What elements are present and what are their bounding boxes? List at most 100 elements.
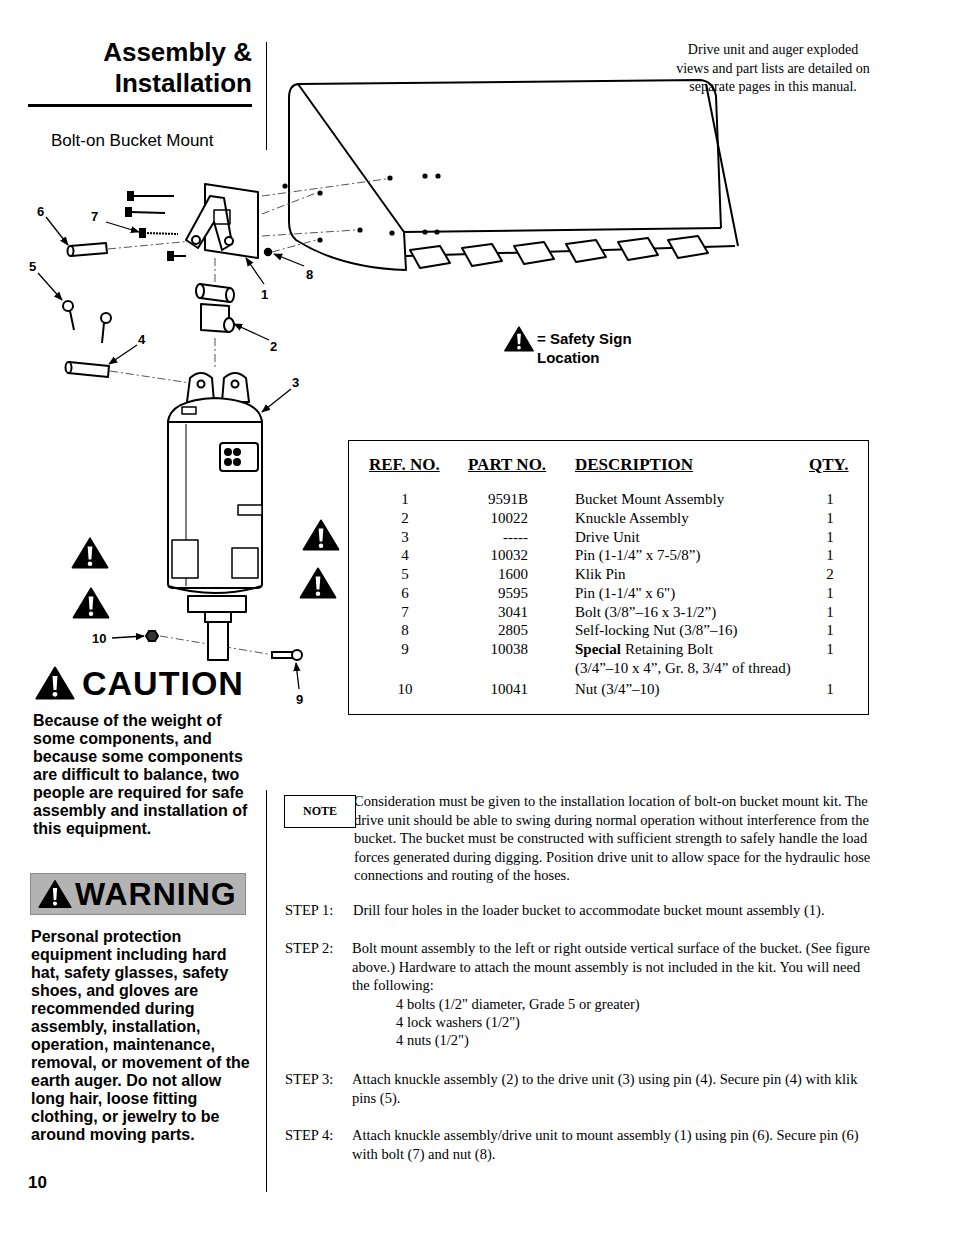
page-rules	[349, 441, 869, 715]
table-cell: Retaining Bolt	[625, 641, 713, 658]
table-cell: 1	[815, 681, 845, 698]
step-label: STEP 4:	[285, 1126, 333, 1145]
table-cell: 10022	[450, 510, 528, 527]
mount-bolts	[144, 233, 178, 234]
pins	[63, 301, 73, 311]
safety-sign-symbols	[505, 327, 533, 351]
bucket-holes	[387, 175, 392, 180]
bucket-holes	[434, 229, 439, 234]
table-cell: 7	[380, 604, 430, 621]
table-cell: 10041	[450, 681, 528, 698]
mount-bolts	[140, 229, 145, 237]
step-text: Drill four holes in the loader bucket to…	[353, 901, 871, 920]
table-cell: 3	[380, 529, 430, 546]
warning-text: Personal protection equipment including …	[31, 928, 255, 1144]
callout-number: 9	[296, 692, 303, 707]
pins	[68, 362, 109, 377]
bucket-holes	[317, 190, 322, 195]
callout-number: 6	[37, 204, 44, 219]
safety-sign-symbols	[73, 538, 108, 567]
safety-alert-symbol	[38, 879, 72, 909]
leader-lines	[46, 217, 68, 245]
drive-unit	[198, 381, 205, 388]
drive-unit	[168, 418, 262, 588]
bucket	[668, 236, 708, 258]
drive-unit	[234, 449, 240, 455]
center-lines	[108, 179, 386, 654]
safety-sign-symbols	[37, 668, 74, 699]
table-cell: 6	[380, 585, 430, 602]
bucket	[462, 244, 502, 266]
hardware	[292, 650, 302, 660]
callout-number: 1	[261, 287, 268, 302]
drive-unit	[168, 373, 262, 660]
drive-unit	[225, 459, 231, 465]
step-text: Attach knuckle assembly/drive unit to mo…	[352, 1126, 870, 1163]
leader-lines	[112, 636, 144, 638]
safety-alert-symbol	[39, 881, 70, 907]
box-text: WARNING	[75, 876, 237, 912]
table-cell: 1	[815, 529, 845, 546]
mount-bolts	[128, 192, 133, 200]
table-cell: 1600	[450, 566, 528, 583]
page-rules	[28, 104, 252, 107]
table-cell: 2	[815, 566, 845, 583]
page-rules	[266, 42, 267, 150]
table-cell: Pin (1-1/4” x 7-5/8”)	[575, 547, 700, 564]
table-cell: 4	[380, 547, 430, 564]
mount-bolts	[172, 255, 186, 257]
bucket	[289, 80, 738, 270]
list-item: 4 nuts (1/2")	[396, 1031, 469, 1050]
mount-bolts	[265, 249, 271, 255]
drive-unit	[232, 381, 239, 388]
safety-sign-symbols	[74, 588, 109, 617]
mount-plate	[225, 237, 233, 245]
table-cell: 1	[815, 641, 845, 658]
bucket-holes	[282, 183, 287, 188]
bucket-holes	[282, 173, 440, 242]
table-cell: 1	[815, 604, 845, 621]
table-cell: 5	[380, 566, 430, 583]
center-lines	[262, 179, 386, 196]
callout-number: 5	[29, 259, 36, 274]
drive-unit	[188, 596, 246, 612]
bucket-holes	[389, 230, 394, 235]
mount-bolts	[130, 212, 165, 213]
drive-unit	[238, 505, 262, 515]
safety-sign-symbols	[37, 327, 534, 698]
pins	[68, 246, 74, 256]
pins	[66, 362, 72, 373]
leader-lines	[246, 258, 264, 284]
page-note: Drive unit and auger exploded views and …	[673, 41, 873, 97]
leader-lines	[106, 222, 139, 232]
table-cell: 1	[815, 585, 845, 602]
drive-unit	[168, 398, 262, 422]
center-lines	[262, 230, 356, 236]
bucket-holes	[317, 237, 322, 242]
safety-sign-symbols	[301, 568, 336, 597]
center-lines	[215, 258, 216, 282]
drive-unit	[225, 449, 231, 455]
bucket-holes	[422, 173, 427, 178]
drive-unit	[232, 548, 258, 578]
drive-unit	[182, 407, 196, 414]
legend-text: = Safety Sign Location	[537, 329, 655, 367]
knuckle	[224, 318, 234, 332]
bucket-holes	[357, 227, 362, 232]
step-label: STEP 1:	[285, 901, 333, 920]
table-cell: Nut (3/4”–10)	[575, 681, 660, 698]
page-number: 10	[28, 1173, 47, 1193]
leader-lines	[296, 663, 299, 689]
step-label: STEP 3:	[285, 1070, 333, 1089]
drive-unit	[205, 612, 231, 622]
leader-lines	[262, 389, 291, 412]
bucket	[706, 84, 738, 246]
table-cell: 2	[380, 510, 430, 527]
note-text: Consideration must be given to the insta…	[354, 792, 872, 885]
mount-bolts	[126, 208, 131, 216]
pins	[70, 243, 107, 256]
drive-unit	[234, 459, 240, 465]
knuckle	[196, 284, 204, 298]
callout-number: 3	[292, 375, 299, 390]
